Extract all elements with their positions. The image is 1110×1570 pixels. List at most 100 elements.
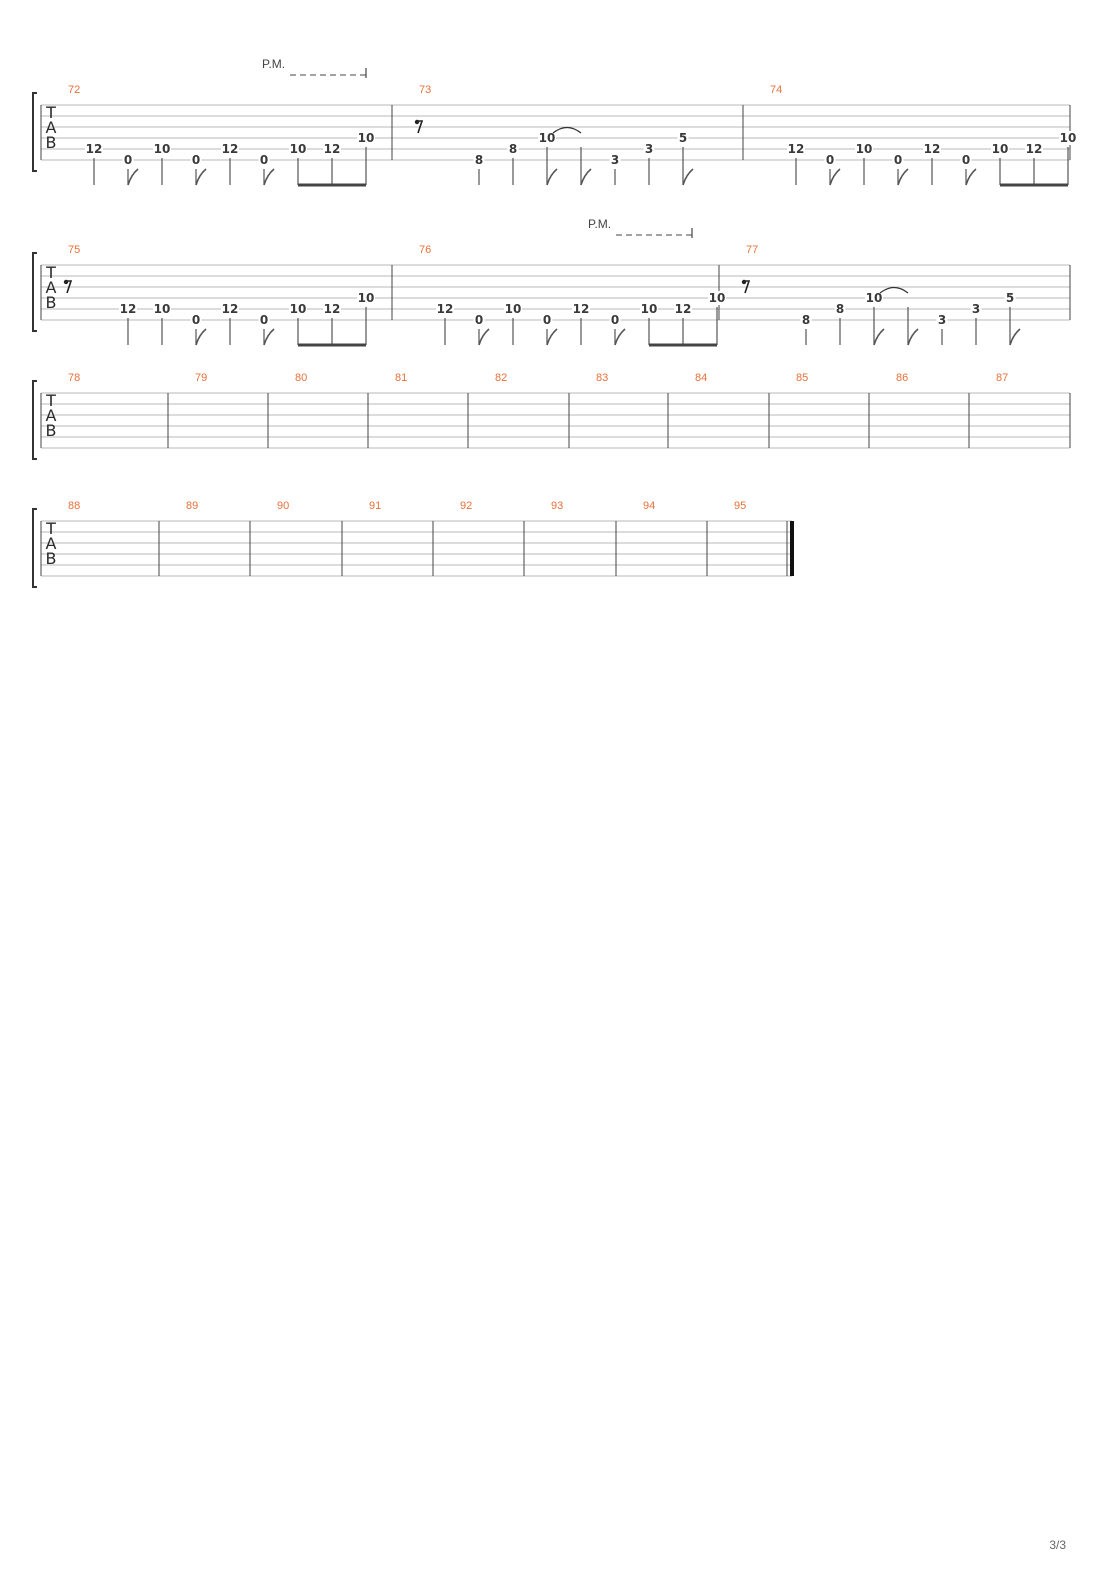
fret-number: 10 bbox=[539, 131, 556, 145]
note-flag bbox=[682, 168, 694, 186]
fret-bg bbox=[991, 142, 1009, 156]
fret-bg bbox=[357, 291, 375, 305]
fret-number: 0 bbox=[124, 153, 132, 167]
fret-number: 12 bbox=[1026, 142, 1043, 156]
fret-bg bbox=[221, 142, 239, 156]
note-flag bbox=[195, 328, 207, 346]
tab-clef-letter: B bbox=[46, 133, 57, 152]
fret-bg bbox=[436, 302, 454, 316]
note-flag bbox=[829, 168, 841, 186]
fret-bg bbox=[473, 153, 485, 167]
fret-number: 12 bbox=[788, 142, 805, 156]
fret-bg bbox=[258, 313, 270, 327]
fret-bg bbox=[473, 313, 485, 327]
measure-number: 91 bbox=[369, 500, 381, 512]
fret-number: 0 bbox=[475, 313, 483, 327]
fret-bg bbox=[674, 302, 692, 316]
fret-number: 10 bbox=[154, 142, 171, 156]
fret-bg bbox=[289, 302, 307, 316]
fret-number: 0 bbox=[543, 313, 551, 327]
measure-number: 88 bbox=[68, 500, 80, 512]
fret-bg bbox=[609, 313, 621, 327]
fret-number: 12 bbox=[324, 302, 341, 316]
note-flag bbox=[546, 168, 558, 186]
fret-bg bbox=[936, 313, 948, 327]
fret-bg bbox=[258, 153, 270, 167]
fret-bg bbox=[153, 142, 171, 156]
fret-bg bbox=[970, 302, 982, 316]
measure-number: 77 bbox=[746, 244, 758, 256]
fret-bg bbox=[357, 131, 375, 145]
fret-bg bbox=[221, 302, 239, 316]
fret-number: 3 bbox=[972, 302, 980, 316]
measure-number: 94 bbox=[643, 500, 655, 512]
note-flag bbox=[127, 168, 139, 186]
palm-mute-label: P.M. bbox=[588, 217, 611, 231]
note-flag bbox=[546, 328, 558, 346]
fret-number: 3 bbox=[611, 153, 619, 167]
fret-number: 10 bbox=[641, 302, 658, 316]
fret-number: 12 bbox=[675, 302, 692, 316]
fret-number: 0 bbox=[894, 153, 902, 167]
note-flag bbox=[195, 168, 207, 186]
fret-bg bbox=[824, 153, 836, 167]
fret-bg bbox=[504, 302, 522, 316]
fret-bg bbox=[865, 291, 883, 305]
tab-clef-letter: A bbox=[46, 118, 57, 137]
measure-number: 95 bbox=[734, 500, 746, 512]
fret-bg bbox=[643, 142, 655, 156]
tab-clef-letter: B bbox=[46, 293, 57, 312]
system-bracket bbox=[32, 92, 37, 172]
system-bracket bbox=[32, 508, 37, 588]
fret-number: 8 bbox=[836, 302, 844, 316]
fret-number: 10 bbox=[866, 291, 883, 305]
fret-number: 10 bbox=[290, 302, 307, 316]
palm-mute-label: P.M. bbox=[262, 57, 285, 71]
fret-number: 10 bbox=[154, 302, 171, 316]
fret-number: 12 bbox=[86, 142, 103, 156]
note-flag bbox=[263, 168, 275, 186]
fret-number: 3 bbox=[645, 142, 653, 156]
eighth-rest-dot bbox=[741, 279, 747, 285]
measure-number: 93 bbox=[551, 500, 563, 512]
fret-number: 10 bbox=[1060, 131, 1077, 145]
tab-clef-letter: B bbox=[46, 421, 57, 440]
measure-number: 90 bbox=[277, 500, 289, 512]
tab-clef-letter: A bbox=[46, 278, 57, 297]
eighth-rest-dot bbox=[414, 119, 420, 125]
fret-bg bbox=[787, 142, 805, 156]
measure-number: 86 bbox=[896, 372, 908, 384]
fret-number: 10 bbox=[358, 291, 375, 305]
tab-clef-letter: T bbox=[45, 103, 56, 122]
fret-bg bbox=[323, 302, 341, 316]
measure-number: 73 bbox=[419, 84, 431, 96]
fret-number: 3 bbox=[938, 313, 946, 327]
tab-clef-letter: A bbox=[46, 534, 57, 553]
tab-clef-letter: T bbox=[45, 263, 56, 282]
note-flag bbox=[614, 328, 626, 346]
measure-number: 83 bbox=[596, 372, 608, 384]
system-bracket bbox=[32, 380, 37, 460]
fret-bg bbox=[1004, 291, 1016, 305]
fret-bg bbox=[507, 142, 519, 156]
fret-number: 8 bbox=[509, 142, 517, 156]
fret-bg bbox=[190, 153, 202, 167]
tab-clef-letter: A bbox=[46, 406, 57, 425]
measure-number: 76 bbox=[419, 244, 431, 256]
measure-number: 85 bbox=[796, 372, 808, 384]
fret-number: 0 bbox=[192, 313, 200, 327]
tie-arc bbox=[552, 126, 582, 134]
tab-clef-letter: T bbox=[45, 519, 56, 538]
fret-bg bbox=[834, 302, 846, 316]
measure-number: 74 bbox=[770, 84, 782, 96]
fret-number: 5 bbox=[1006, 291, 1014, 305]
fret-bg bbox=[289, 142, 307, 156]
fret-number: 12 bbox=[222, 302, 239, 316]
fret-number: 5 bbox=[679, 131, 687, 145]
measure-number: 87 bbox=[996, 372, 1008, 384]
measure-number: 81 bbox=[395, 372, 407, 384]
fret-number: 0 bbox=[260, 153, 268, 167]
fret-bg bbox=[800, 313, 812, 327]
fret-bg bbox=[190, 313, 202, 327]
